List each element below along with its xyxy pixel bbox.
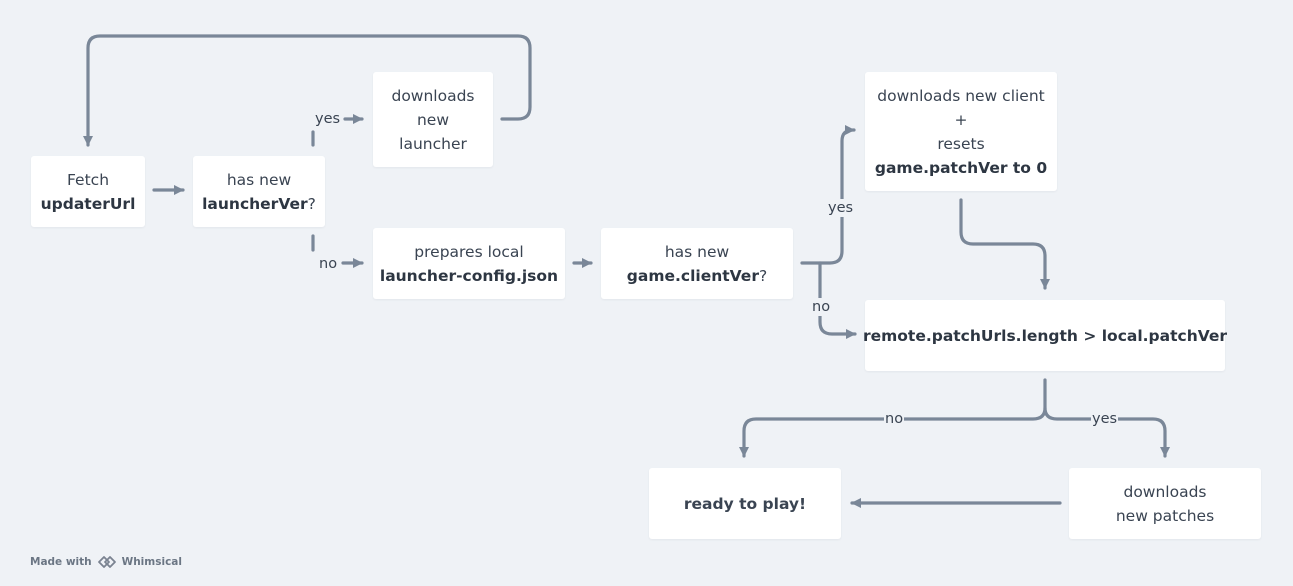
node-text-bold: game.patchVer to 0 bbox=[874, 158, 1048, 177]
made-with-footer[interactable]: Made with Whimsical bbox=[30, 554, 182, 570]
node-text: has new bbox=[664, 242, 730, 261]
label-patch-no: no bbox=[884, 410, 905, 428]
whimsical-logo-icon bbox=[97, 556, 116, 568]
node-text-bold: ready to play! bbox=[683, 494, 807, 513]
node-text-mixed: launcherVer? bbox=[202, 194, 316, 213]
node-text: prepares local bbox=[414, 242, 524, 261]
node-text-bold: launcher-config.json bbox=[379, 266, 559, 285]
node-text-mixed: game.clientVer? bbox=[626, 266, 768, 285]
node-download-launcher[interactable]: downloads new launcher bbox=[373, 72, 493, 167]
label-launcher-no: no bbox=[318, 255, 339, 273]
label-launcher-yes: yes bbox=[314, 110, 342, 128]
node-download-client[interactable]: downloads new client + resets game.patch… bbox=[865, 72, 1057, 191]
label-patch-yes: yes bbox=[1091, 410, 1119, 428]
edge-client-no bbox=[818, 261, 857, 340]
node-text-bold: remote.patchUrls.length > local.patchVer bbox=[862, 326, 1228, 345]
node-text: new patches bbox=[1115, 506, 1215, 525]
node-fetch-updater-url[interactable]: Fetch updaterUrl bbox=[31, 156, 145, 227]
node-text: launcher bbox=[399, 134, 467, 153]
node-text-bold: updaterUrl bbox=[40, 194, 136, 213]
label-client-yes: yes bbox=[827, 199, 855, 217]
node-text: downloads bbox=[391, 86, 475, 105]
edge-client-to-compare bbox=[959, 198, 1051, 290]
node-text: downloads new client bbox=[877, 86, 1045, 105]
node-text: resets bbox=[937, 134, 985, 153]
node-text: Fetch bbox=[66, 170, 110, 189]
edge-loop-back-to-fetch bbox=[82, 34, 532, 147]
node-text: new bbox=[416, 110, 450, 129]
node-ready-to-play[interactable]: ready to play! bbox=[649, 468, 841, 539]
node-text: has new bbox=[226, 170, 292, 189]
edge-compare-yes bbox=[1043, 406, 1171, 458]
node-has-new-client[interactable]: has new game.clientVer? bbox=[601, 228, 793, 299]
node-download-patches[interactable]: downloads new patches bbox=[1069, 468, 1261, 539]
brand-name: Whimsical bbox=[121, 556, 182, 568]
label-client-no: no bbox=[811, 298, 832, 316]
edge-client-yes bbox=[800, 124, 856, 265]
node-prepare-config[interactable]: prepares local launcher-config.json bbox=[373, 228, 565, 299]
node-compare-patch-version[interactable]: remote.patchUrls.length > local.patchVer bbox=[862, 300, 1228, 371]
node-text: downloads bbox=[1123, 482, 1207, 501]
node-text: + bbox=[954, 110, 968, 129]
made-with-text: Made with bbox=[30, 556, 92, 568]
node-has-new-launcher[interactable]: has new launcherVer? bbox=[193, 156, 325, 227]
